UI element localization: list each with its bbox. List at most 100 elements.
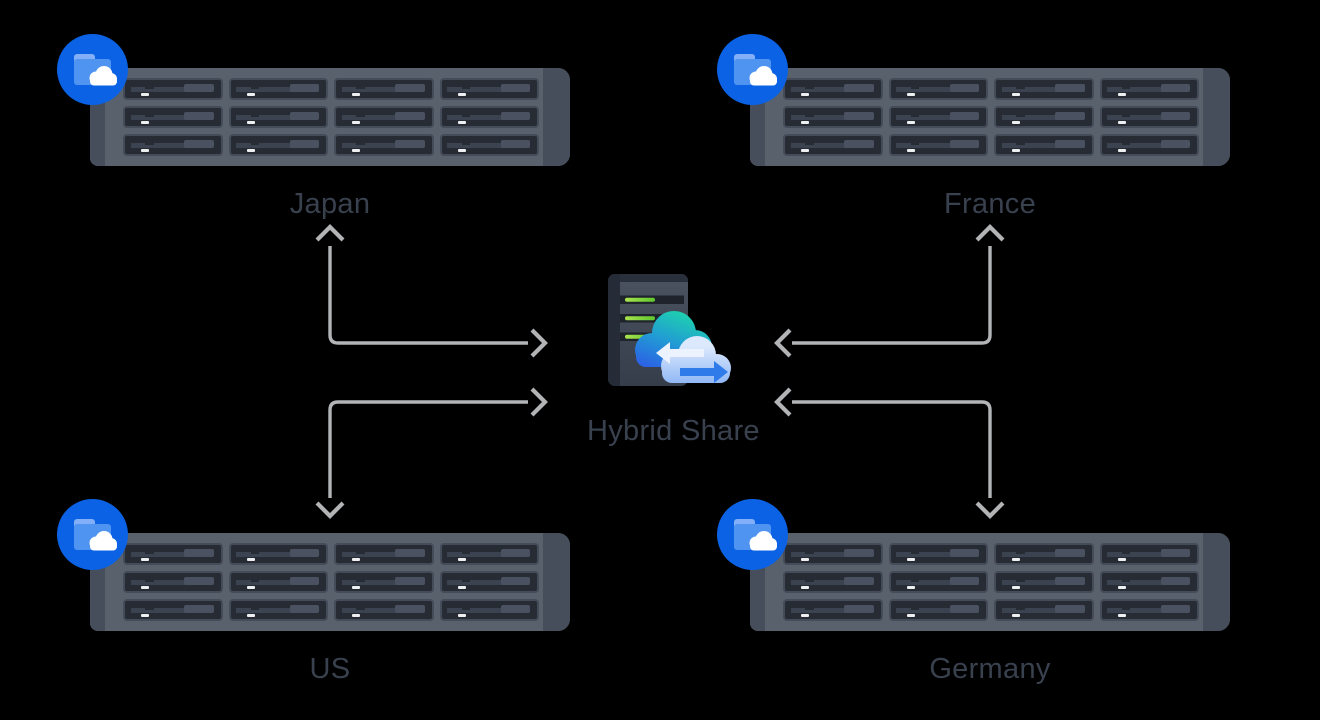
connector-france [774,224,1005,358]
led-bar [625,297,655,302]
drive-tray-handle [184,111,214,120]
drive-bay [1099,599,1199,621]
drive-bay-grid [783,543,1199,621]
drive-led [246,557,255,561]
drive-tray [1001,114,1063,120]
drive-tray [447,551,509,557]
drive-tray-latch [250,579,260,582]
drive-led [352,613,361,617]
drive-tray-latch [356,551,365,554]
drive-tray [1107,86,1169,92]
drive-bay [783,543,883,565]
drive-tray-latch [145,142,154,145]
drive-bay [334,134,434,156]
cloud-folder-badge-icon [717,34,788,105]
drive-tray-handle [1160,83,1191,92]
drive-tray-latch [461,86,471,89]
drive-led [457,557,466,561]
drive-tray-handle [289,139,320,148]
drive-bay [228,599,328,621]
drive-tray [1001,551,1063,557]
nas-device [90,533,570,631]
region-japan: Japan [57,34,570,220]
drive-tray [236,579,298,585]
drive-led [246,585,255,589]
drive-tray-handle [184,604,214,613]
drive-bay-grid [783,78,1199,156]
drive-tray-latch [250,114,260,117]
drive-bay [888,106,988,128]
drive-tray-latch [356,114,365,117]
drive-tray-latch [1121,579,1131,582]
drive-bay-grid [123,78,539,156]
drive-led [1117,148,1126,152]
drive-tray [130,142,192,148]
drive-bay [123,78,223,100]
drive-bay [888,571,988,593]
drive-tray [236,551,298,557]
drive-led [906,613,915,617]
drive-tray-latch [461,607,471,610]
drive-bay [1099,543,1199,565]
drive-tray-handle [1160,576,1191,585]
arrowhead-left [774,328,792,358]
drive-bay [994,134,1094,156]
drive-bay [439,78,539,100]
drive-tray-latch [805,114,814,117]
drive-tray-latch [461,551,471,554]
region-label: Germany [929,653,1051,685]
region-label: Japan [289,188,371,220]
arrowhead-down [315,501,345,519]
drive-tray-handle [500,604,531,613]
drive-tray-latch [910,142,920,145]
drive-bay [888,599,988,621]
sync-cloud-icon [635,311,731,383]
drive-led [906,148,915,152]
drive-tray-handle [1160,548,1191,557]
drive-led [1117,613,1126,617]
drive-tray-handle [395,83,425,92]
drive-tray [1001,142,1063,148]
drive-led [246,613,255,617]
drive-tray-handle [949,604,980,613]
drive-bay [783,599,883,621]
arrowhead-left [774,387,792,417]
drive-tray-latch [1016,551,1025,554]
drive-led [801,92,810,96]
sync-arrow-right [680,361,728,383]
drive-tray [1107,142,1169,148]
drive-tray-handle [395,139,425,148]
drive-bay [123,106,223,128]
drive-tray [896,607,958,613]
drive-led [1012,120,1021,124]
drive-led [906,92,915,96]
drive-tray-latch [356,142,365,145]
drive-tray [790,607,852,613]
drive-tray-handle [1160,604,1191,613]
drive-tray-handle [500,83,531,92]
drive-bay [439,134,539,156]
cloud-icon [89,66,117,86]
drive-tray [790,551,852,557]
drive-tray [236,607,298,613]
drive-tray-latch [1121,142,1131,145]
drive-led [801,585,810,589]
drive-tray [790,579,852,585]
drive-tray [130,86,192,92]
drive-tray-latch [356,579,365,582]
drive-tray [341,607,403,613]
drive-tray-latch [910,114,920,117]
region-us: US [57,499,570,685]
drive-led [352,92,361,96]
drive-bay [334,599,434,621]
drive-tray-latch [1016,142,1025,145]
drive-bay [228,78,328,100]
cloud-folder-badge-icon [57,499,128,570]
drive-tray-latch [1121,114,1131,117]
drive-tray [896,86,958,92]
drive-tray [341,86,403,92]
drive-tray-latch [1121,551,1131,554]
drive-bay [334,106,434,128]
drive-tray-latch [805,551,814,554]
drive-led [457,585,466,589]
